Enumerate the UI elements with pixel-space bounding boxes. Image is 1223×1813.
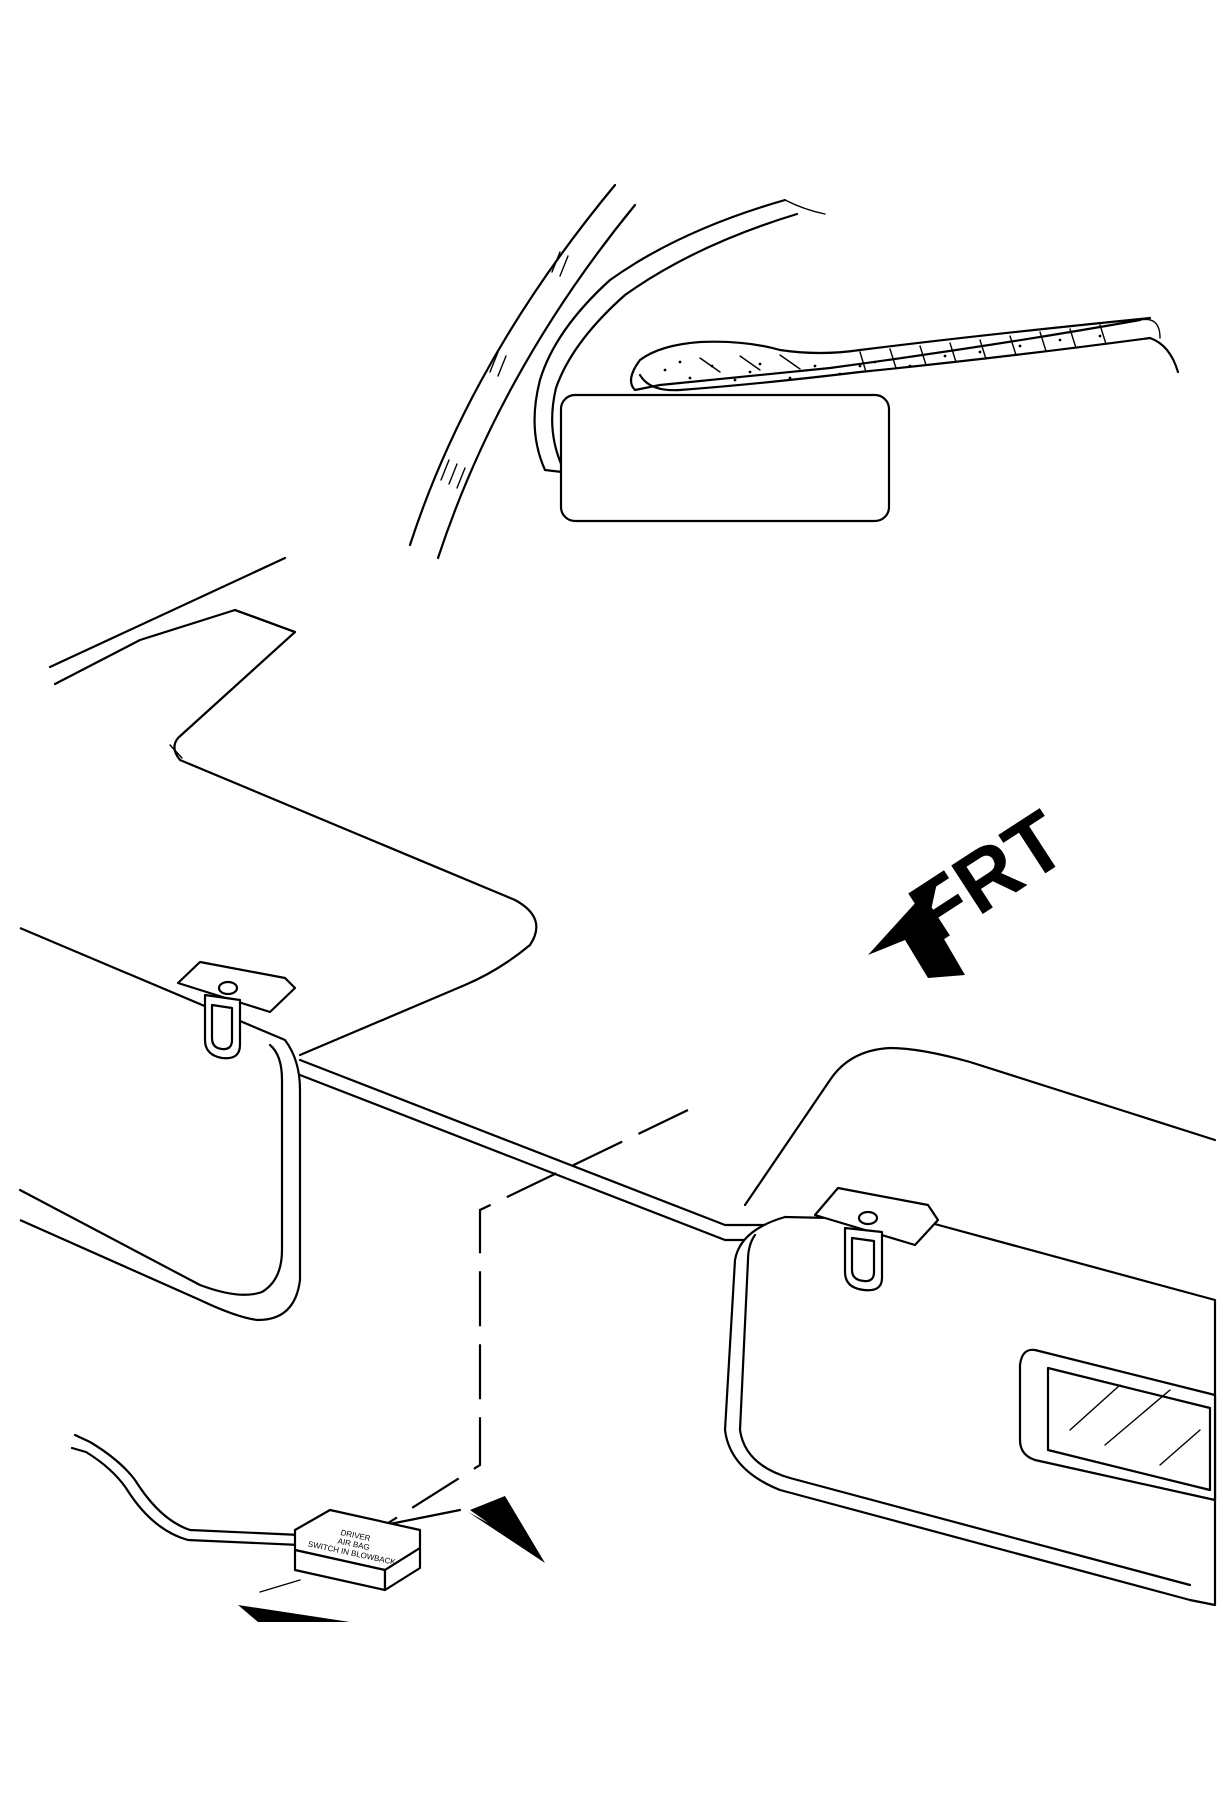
headliner-cutout-inner <box>169 744 183 759</box>
right-sun-visor <box>723 1046 1217 1607</box>
left-sun-visor <box>18 926 792 1322</box>
foam-hatching <box>699 324 1107 373</box>
vanity-mirror <box>1018 1348 1217 1502</box>
headliner-foam-bottom <box>638 336 1180 392</box>
headliner-section-detail <box>408 183 1180 560</box>
install-arrow-lower <box>238 1605 350 1622</box>
left-visor-clip <box>176 960 297 1060</box>
roof-edge-tail <box>784 199 826 215</box>
headliner-panel <box>48 556 538 1057</box>
windshield-glass-outer <box>408 183 617 547</box>
roof-panel-outer <box>533 198 787 474</box>
front-direction-indicator: FRT <box>868 792 1082 978</box>
right-visor-edge <box>738 1233 1192 1587</box>
foam-stipple <box>663 334 1102 382</box>
right-visor-top-edge <box>743 1046 1217 1207</box>
front-arrow-icon <box>868 878 965 978</box>
visor-section-block <box>559 393 891 523</box>
leader-dashed-line <box>383 1109 689 1527</box>
install-arrow-upper <box>468 1496 545 1563</box>
headliner-cutout <box>173 608 538 1057</box>
headliner-foam <box>629 316 1152 392</box>
module-wire <box>73 1433 302 1537</box>
roof-panel-inner <box>551 212 799 468</box>
headliner-front-edge <box>48 556 287 669</box>
arrow-guide-line-lower <box>259 1579 301 1593</box>
windshield-glass-inner <box>436 203 637 560</box>
visor-rod <box>298 1058 792 1227</box>
left-visor-edge <box>18 1043 284 1296</box>
right-visor-body <box>723 1215 1217 1607</box>
headliner-edge-tail <box>1139 318 1161 339</box>
right-visor-clip <box>813 1186 940 1292</box>
glass-hatch-marks <box>440 251 569 489</box>
module-wire-inner <box>70 1446 302 1547</box>
module-side <box>383 1546 422 1592</box>
air-bag-switch-module: DRIVER AIR BAG SWITCH IN BLOWBACK <box>70 1433 422 1592</box>
